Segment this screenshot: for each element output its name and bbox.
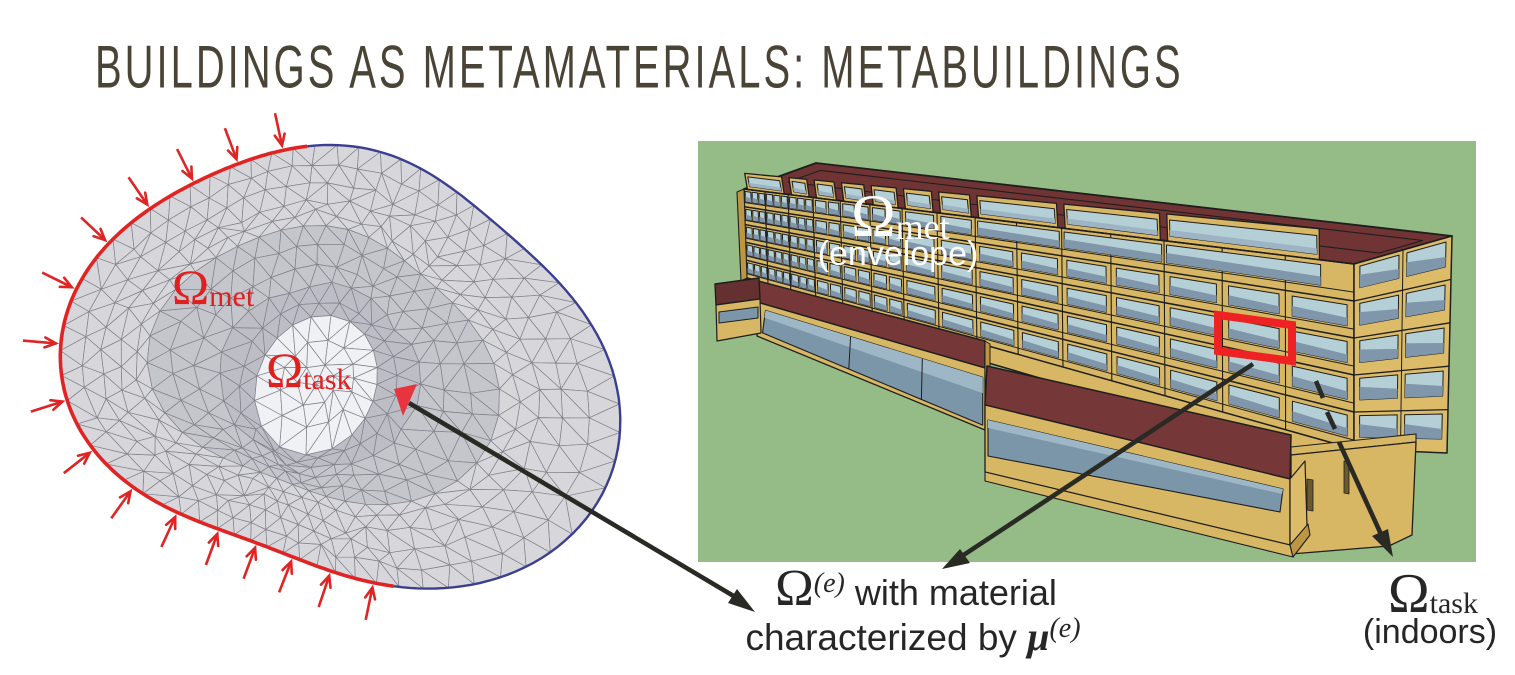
svg-text:Ω(e) with material: Ω(e) with material bbox=[775, 560, 1057, 617]
svg-text:(indoors): (indoors) bbox=[1363, 613, 1497, 651]
svg-text:(envelope): (envelope) bbox=[818, 235, 979, 273]
svg-text:BUILDINGS AS METAMATERIALS: ME: BUILDINGS AS METAMATERIALS: METABUILDING… bbox=[95, 33, 1184, 100]
svg-text:characterized by μ(e): characterized by μ(e) bbox=[745, 613, 1080, 659]
